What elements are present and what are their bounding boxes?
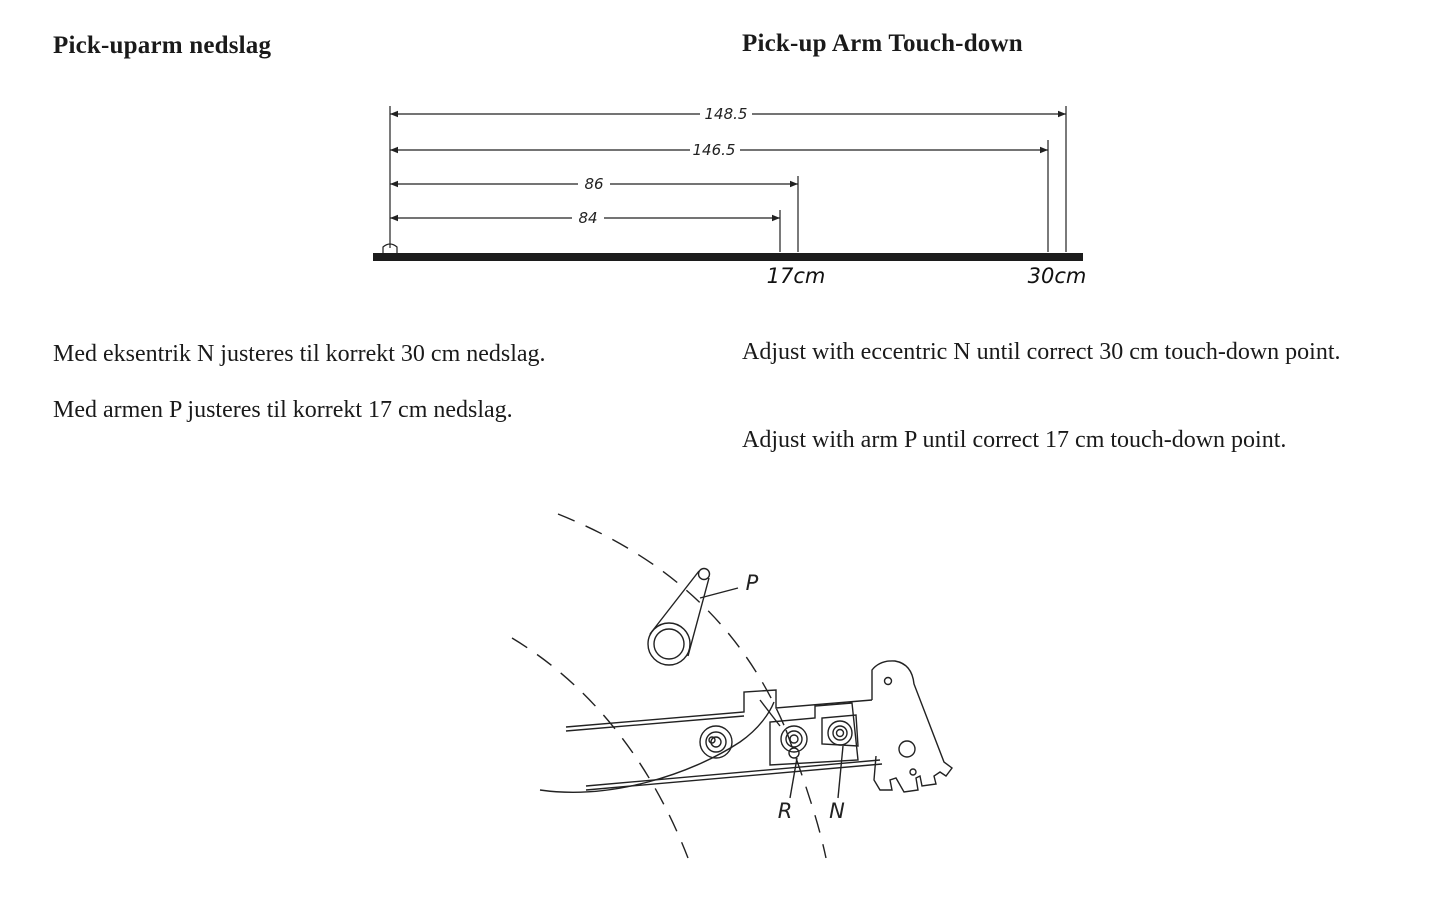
bearing-left [699, 725, 733, 759]
instruction-english-arm-p: Adjust with arm P until correct 17 cm to… [742, 427, 1287, 453]
instruction-english-eccentric-n: Adjust with eccentric N until correct 30… [742, 339, 1341, 365]
part-label-r: R [778, 799, 793, 823]
eccentric-r [780, 725, 808, 799]
dimension-diagram [382, 106, 1067, 255]
cable [539, 701, 775, 793]
record-edge-30cm-arc [557, 513, 787, 731]
dimension-label-86: 86 [584, 175, 603, 193]
bracket [871, 660, 953, 793]
part-label-n: N [829, 799, 845, 823]
dimension-label-146-5: 146.5 [693, 141, 736, 159]
instruction-norwegian-eccentric-n: Med eksentrik N justeres til korrekt 30 … [53, 341, 546, 367]
record-edge-30cm-arc-lower [785, 729, 827, 859]
arm-rest-wire [759, 699, 781, 727]
chassis-plate [565, 689, 883, 791]
touchdown-label-30cm: 30cm [1028, 264, 1087, 288]
spindle-pin [382, 243, 398, 255]
instruction-norwegian-arm-p: Med armen P justeres til korrekt 17 cm n… [53, 397, 513, 423]
heading-english: Pick-up Arm Touch-down [742, 30, 1023, 57]
record-edge-17cm-arc [511, 637, 689, 859]
eccentric-n [827, 720, 853, 799]
heading-norwegian: Pick-uparm nedslag [53, 32, 272, 59]
arm-p [647, 567, 739, 666]
part-label-p: P [746, 571, 759, 595]
mechanism-drawing [511, 513, 953, 859]
touchdown-label-17cm: 17cm [767, 264, 826, 288]
dimension-label-148-5: 148.5 [705, 105, 748, 123]
record-platter-bar [373, 253, 1083, 261]
dimension-label-84: 84 [578, 209, 597, 227]
